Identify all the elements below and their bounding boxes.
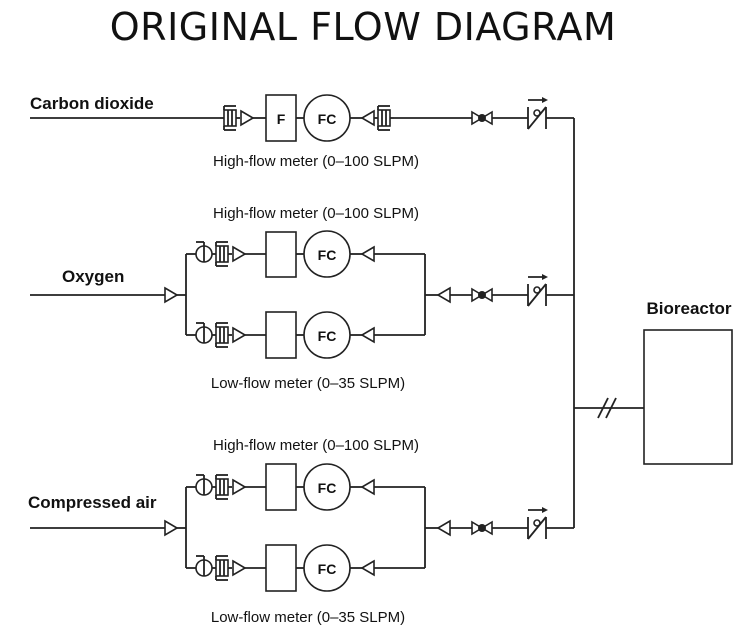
o2-high-fc-label: FC xyxy=(318,247,337,263)
air-merge-triangle-icon xyxy=(437,520,451,536)
o2-check-valve-icon xyxy=(527,273,549,307)
air-high-filter-icon xyxy=(211,474,233,500)
o2-high-outlet-triangle-icon xyxy=(361,246,375,262)
co2-flow-controller-label: FC xyxy=(318,111,337,127)
co2-outlet-filter-icon xyxy=(373,105,395,131)
air-high-flow-element xyxy=(265,463,297,511)
co2-flow-element-label: F xyxy=(277,111,286,127)
co2-check-valve-icon xyxy=(527,96,549,130)
air-low-triangle-icon xyxy=(232,560,246,576)
co2-ball-valve-icon xyxy=(471,111,493,125)
air-low-fc-label: FC xyxy=(318,561,337,577)
o2-merge-triangle-icon xyxy=(437,287,451,303)
bioreactor-label: Bioreactor xyxy=(646,299,731,318)
air-low-outlet-triangle-icon xyxy=(361,560,375,576)
o2-low-meter-label: Low-flow meter (0–35 SLPM) xyxy=(211,375,405,392)
o2-low-outlet-triangle-icon xyxy=(361,327,375,343)
o2-ball-valve-icon xyxy=(471,288,493,302)
input-label-co2: Carbon dioxide xyxy=(30,94,154,113)
air-low-meter-label: Low-flow meter (0–35 SLPM) xyxy=(211,609,405,626)
air-high-fc-label: FC xyxy=(318,480,337,496)
air-low-filter-icon xyxy=(211,555,233,581)
o2-high-flow-element xyxy=(265,231,297,278)
signal-break-icon xyxy=(597,397,609,419)
air-high-triangle-icon xyxy=(232,479,246,495)
air-high-gauge-icon xyxy=(195,474,213,496)
o2-low-gauge-icon xyxy=(195,322,213,344)
air-high-meter-label: High-flow meter (0–100 SLPM) xyxy=(213,437,419,454)
o2-high-filter-icon xyxy=(211,241,233,267)
o2-low-flow-element xyxy=(265,311,297,359)
air-low-flow-element xyxy=(265,544,297,592)
o2-low-fc-label: FC xyxy=(318,328,337,344)
o2-inlet-triangle-icon xyxy=(164,287,178,303)
co2-filter-icon xyxy=(219,105,241,131)
o2-high-meter-label: High-flow meter (0–100 SLPM) xyxy=(213,205,419,222)
o2-low-filter-icon xyxy=(211,322,233,348)
input-label-oxygen: Oxygen xyxy=(62,267,124,286)
air-high-outlet-triangle-icon xyxy=(361,479,375,495)
air-low-gauge-icon xyxy=(195,555,213,577)
page-title: ORIGINAL FLOW DIAGRAM xyxy=(110,5,616,49)
air-check-valve-icon xyxy=(527,506,549,540)
co2-inlet-triangle-icon xyxy=(240,110,254,126)
o2-high-triangle-icon xyxy=(232,246,246,262)
air-ball-valve-icon xyxy=(471,521,493,535)
co2-outlet-triangle-icon xyxy=(361,110,375,126)
bioreactor xyxy=(643,329,733,465)
co2-high-meter-label: High-flow meter (0–100 SLPM) xyxy=(213,153,419,170)
o2-low-triangle-icon xyxy=(232,327,246,343)
o2-high-gauge-icon xyxy=(195,241,213,263)
input-label-air: Compressed air xyxy=(28,493,157,512)
air-inlet-triangle-icon xyxy=(164,520,178,536)
